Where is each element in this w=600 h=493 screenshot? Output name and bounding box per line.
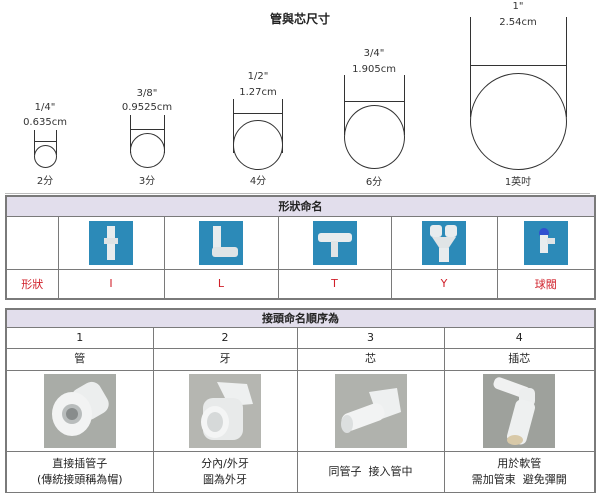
- order-number: 4: [443, 326, 596, 349]
- size-cm-label: 0.9525cm: [121, 102, 173, 113]
- push-fit-connector-photo: [43, 373, 116, 448]
- description-line-2: 圖為外牙: [203, 472, 247, 486]
- part-photo-cell: [5, 369, 154, 452]
- pipe-circle-icon: [34, 145, 57, 168]
- part-description: 直接插管子 (傳統接頭稱為帽): [5, 450, 154, 493]
- stem-connector-photo: [334, 373, 407, 448]
- size-name: 1英吋: [504, 177, 532, 188]
- shape-label-ball-valve: 球閥: [496, 268, 596, 300]
- size-cm-label: 0.635cm: [23, 117, 67, 128]
- straight-fitting-photo: [89, 220, 133, 265]
- barbed-elbow-photo: [483, 373, 556, 448]
- size-inch-label: 1": [512, 1, 524, 12]
- shape-label-y: Y: [390, 268, 498, 300]
- order-number: 1: [5, 326, 154, 349]
- size-name: 3分: [138, 176, 156, 187]
- shape-label-l: L: [163, 268, 279, 300]
- part-name: 管: [5, 347, 154, 371]
- description-line-1: 同管子 接入管中: [328, 464, 413, 478]
- connector-order-table: 接頭命名順序為 1 2 3 4 管 牙 芯 插芯: [5, 308, 596, 493]
- shape-photo-cell: [277, 215, 392, 270]
- part-description: 同管子 接入管中: [296, 450, 445, 493]
- size-name: 6分: [365, 177, 383, 188]
- part-description: 用於軟管 需加管束 避免彈開: [443, 450, 596, 493]
- wye-fitting-photo: [422, 220, 466, 265]
- shape-label-t: T: [277, 268, 392, 300]
- size-inch-label: 3/4": [363, 48, 385, 59]
- part-photo-cell: [296, 369, 445, 452]
- description-line-1: 直接插管子: [52, 456, 108, 470]
- size-cm-label: 2.54cm: [499, 17, 537, 28]
- empty-cell: [5, 215, 59, 270]
- description-line-1: 用於軟管: [497, 456, 542, 470]
- section-divider: [5, 193, 590, 194]
- size-inch-label: 1/2": [247, 71, 269, 82]
- size-inch-label: 3/8": [136, 88, 158, 99]
- description-line-2: (傳統接頭稱為帽): [36, 472, 123, 486]
- pipe-circle-icon: [130, 133, 165, 168]
- order-table-header: 接頭命名順序為: [5, 308, 596, 328]
- tee-fitting-photo: [312, 220, 357, 265]
- shape-photo-cell: [496, 215, 596, 270]
- order-number: 3: [296, 326, 445, 349]
- part-name: 插芯: [443, 347, 596, 371]
- shape-row-label: 形狀: [5, 268, 59, 300]
- shape-photo-cell: [57, 215, 165, 270]
- shape-label-i: I: [57, 268, 165, 300]
- pipe-circle-icon: [470, 73, 567, 170]
- order-number: 2: [152, 326, 298, 349]
- description-line-2: 需加管束 避免彈開: [471, 472, 567, 486]
- size-cm-label: 1.27cm: [239, 87, 277, 98]
- threaded-connector-photo: [189, 373, 261, 448]
- shape-photo-cell: [163, 215, 279, 270]
- ball-valve-photo: [523, 220, 568, 265]
- description-line-1: 分內/外牙: [201, 456, 249, 470]
- shape-photo-cell: [390, 215, 498, 270]
- pipe-circle-icon: [233, 120, 283, 170]
- pipe-circle-icon: [344, 105, 405, 169]
- size-inch-label: 1/4": [34, 102, 56, 113]
- part-description: 分內/外牙 圖為外牙: [152, 450, 298, 493]
- part-photo-cell: [152, 369, 298, 452]
- shape-naming-table: 形狀命名 形狀 I: [5, 195, 597, 300]
- page-title: 管與芯尺寸: [269, 12, 330, 26]
- size-cm-label: 1.905cm: [352, 64, 396, 75]
- size-name: 4分: [249, 176, 267, 187]
- elbow-fitting-photo: [199, 220, 243, 265]
- part-name: 牙: [152, 347, 298, 371]
- shape-table-header: 形狀命名: [5, 195, 596, 217]
- size-name: 2分: [36, 176, 54, 187]
- part-name: 芯: [296, 347, 445, 371]
- part-photo-cell: [443, 369, 596, 452]
